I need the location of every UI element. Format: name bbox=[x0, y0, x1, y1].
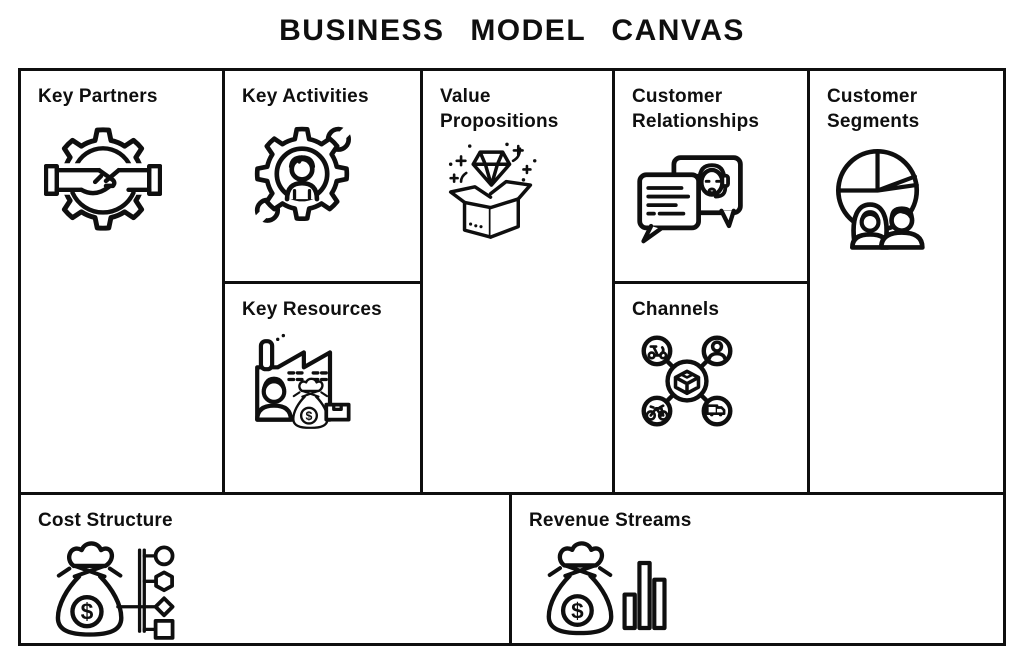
moneybag-barchart-icon bbox=[541, 537, 667, 639]
gift-box-diamond-icon bbox=[448, 142, 537, 240]
value-propositions-label: Value Propositions bbox=[440, 86, 559, 132]
section-cost-structure: Cost Structure bbox=[21, 495, 512, 643]
handshake-gear-icon bbox=[44, 127, 162, 231]
moneybag-flowchart-icon bbox=[50, 537, 175, 640]
customer-segments-label: Customer Segments bbox=[827, 86, 920, 132]
scooter-icon bbox=[647, 344, 668, 360]
moneybag-icon bbox=[292, 377, 329, 429]
pie-chart-people-icon bbox=[836, 149, 925, 251]
truck-icon bbox=[705, 404, 726, 417]
moneybag-icon bbox=[58, 543, 121, 634]
bicycle-icon bbox=[645, 404, 669, 421]
canvas-lower-grid: Cost Structure Revenue Streams bbox=[21, 492, 1003, 643]
cost-structure-label: Cost Structure bbox=[38, 510, 173, 531]
canvas-grid: Key Partners Key Activities bbox=[18, 68, 1006, 646]
revenue-streams-label: Revenue Streams bbox=[529, 510, 692, 531]
section-customer-relationships: Customer Relationships bbox=[615, 71, 810, 284]
customer-relationships-label: Customer Relationships bbox=[632, 86, 760, 132]
section-key-resources: Key Resources bbox=[225, 284, 423, 492]
key-partners-label: Key Partners bbox=[38, 86, 158, 107]
section-value-propositions: Value Propositions bbox=[423, 71, 615, 492]
page-title: BUSINESS MODEL CANVAS bbox=[279, 14, 745, 47]
person-icon bbox=[707, 340, 727, 361]
section-revenue-streams: Revenue Streams bbox=[512, 495, 1003, 643]
section-customer-segments: Customer Segments bbox=[810, 71, 1003, 492]
section-key-activities: Key Activities bbox=[225, 71, 423, 284]
support-chat-bubbles-icon bbox=[637, 155, 743, 244]
factory-resources-icon bbox=[255, 333, 351, 429]
distribution-network-icon bbox=[641, 335, 733, 427]
canvas-upper-grid: Key Partners Key Activities bbox=[21, 71, 1003, 492]
section-channels: Channels bbox=[615, 284, 810, 492]
key-activities-label: Key Activities bbox=[242, 86, 369, 107]
gear-person-wrench-icon bbox=[249, 121, 357, 228]
key-resources-label: Key Resources bbox=[242, 299, 382, 320]
section-key-partners: Key Partners bbox=[21, 71, 225, 492]
moneybag-icon bbox=[549, 543, 611, 633]
channels-label: Channels bbox=[632, 299, 720, 320]
